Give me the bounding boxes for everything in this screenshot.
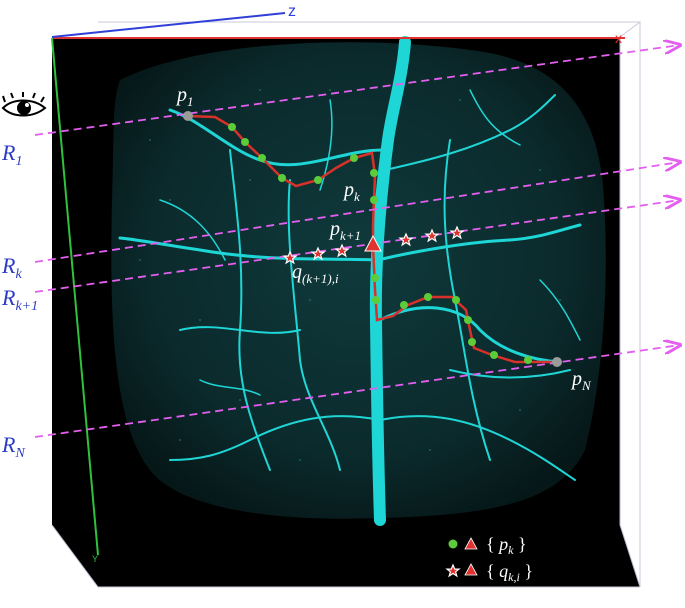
vessel-branch <box>169 415 381 461</box>
path-point <box>241 138 249 146</box>
path-point <box>258 154 266 162</box>
path-point <box>372 296 380 304</box>
point-pk1-triangle <box>364 234 382 252</box>
box-edge-floor-left <box>51 524 99 588</box>
vessel-branch <box>287 179 341 471</box>
path-point <box>452 296 460 304</box>
y-axis-line <box>51 37 99 556</box>
projection-rays <box>34 45 680 438</box>
path-point <box>464 316 472 324</box>
legend: { pk } { qk,i } <box>445 534 533 584</box>
z-axis-label: z <box>288 3 296 20</box>
legend-star-icon <box>445 563 461 578</box>
ray-k <box>34 162 680 263</box>
box-edge-floor-right <box>619 524 641 588</box>
label-pk: pk <box>342 179 360 204</box>
tissue-volume <box>111 42 606 519</box>
label-pN: pN <box>570 368 592 393</box>
label-p1: p1 <box>175 84 194 109</box>
path-point <box>314 176 322 184</box>
legend-entry-points: { pk } <box>486 534 527 557</box>
path-point <box>400 301 408 309</box>
candidate-star <box>310 246 326 261</box>
main-vessel <box>369 36 411 526</box>
candidate-star <box>424 228 440 243</box>
vessel-branch <box>379 415 576 481</box>
candidate-star <box>398 232 414 247</box>
legend-triangle2-icon <box>464 563 478 576</box>
legend-entry-candidates: { qk,i } <box>486 561 533 584</box>
vessel-tree <box>118 36 582 526</box>
path-point <box>424 293 432 301</box>
candidate-star <box>334 243 350 258</box>
ray-k1 <box>34 200 680 293</box>
y-axis-label: Y <box>92 554 98 564</box>
x-axis-label: x <box>615 30 622 46</box>
label-pk1: pk+1 <box>328 218 361 243</box>
path-point <box>370 169 378 177</box>
path-point <box>524 356 532 364</box>
ray-label-k1: Rk+1 <box>1 285 38 314</box>
legend-green-dot-icon <box>448 539 458 549</box>
path-point <box>490 351 498 359</box>
candidate-star <box>449 225 465 240</box>
z-axis-line <box>51 12 286 38</box>
path-point <box>228 123 236 131</box>
label-q: q(k+1),i <box>292 261 339 286</box>
candidate-star <box>282 250 298 265</box>
box-edge-right <box>619 21 641 587</box>
vessel-branch <box>469 89 521 146</box>
ray-label-k: Rk <box>1 253 22 282</box>
vessel-branch <box>179 326 301 334</box>
path-point <box>370 196 378 204</box>
point-end-pN <box>552 357 562 367</box>
legend-triangle-icon <box>464 537 478 550</box>
vessel-branch <box>384 94 556 171</box>
path-point <box>278 174 286 182</box>
vessel-branch <box>376 223 582 262</box>
ray-label-1: R1 <box>1 140 22 169</box>
path-point <box>468 338 476 346</box>
path-point <box>350 154 358 162</box>
path-points <box>183 111 562 367</box>
ray-N <box>34 345 680 438</box>
vessel-branch <box>199 379 261 396</box>
point-start-p1 <box>183 111 193 121</box>
vessel-branch <box>378 306 562 364</box>
path-point <box>371 274 379 282</box>
ray-1 <box>34 45 680 136</box>
candidate-stars <box>282 225 465 265</box>
ray-label-N: RN <box>1 432 25 461</box>
vessel-branch <box>319 99 333 191</box>
eye-icon <box>1 92 47 117</box>
vessel-branch <box>159 199 226 261</box>
vessel-branch <box>449 369 571 379</box>
volume-floor <box>52 525 640 587</box>
vessel-branch <box>539 279 581 341</box>
